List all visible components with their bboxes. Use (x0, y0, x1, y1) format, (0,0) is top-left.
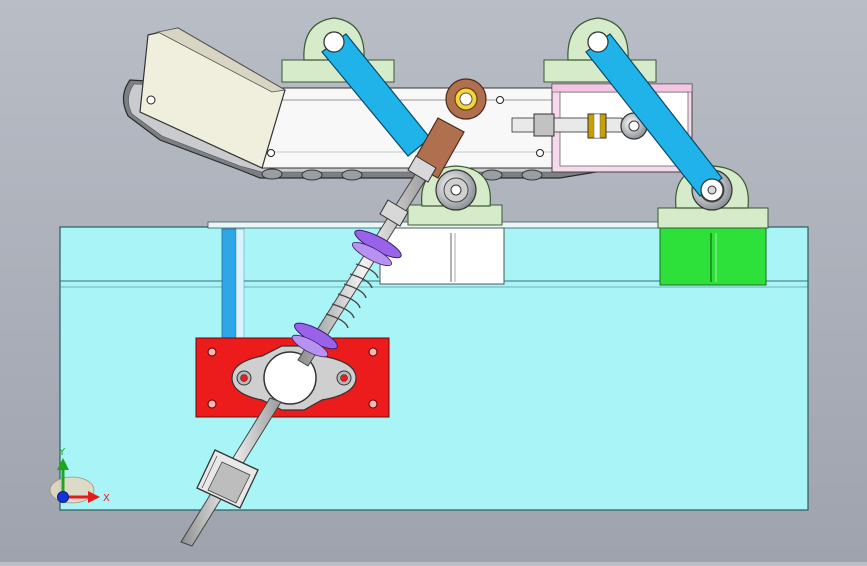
green-clamp-block (659, 227, 767, 286)
track-rollers (261, 168, 543, 181)
link-arm-right (585, 31, 724, 202)
coordinate-triad: Y X (49, 447, 110, 504)
spring-strut (291, 78, 487, 367)
y-axis-label: Y (58, 447, 66, 458)
lower-bracket-left (407, 165, 503, 226)
link-arm-left (321, 31, 431, 157)
coil-spring (325, 263, 379, 329)
red-mount-plate (195, 337, 390, 418)
x-axis-label: X (103, 493, 110, 504)
push-rod-lower (180, 397, 282, 547)
